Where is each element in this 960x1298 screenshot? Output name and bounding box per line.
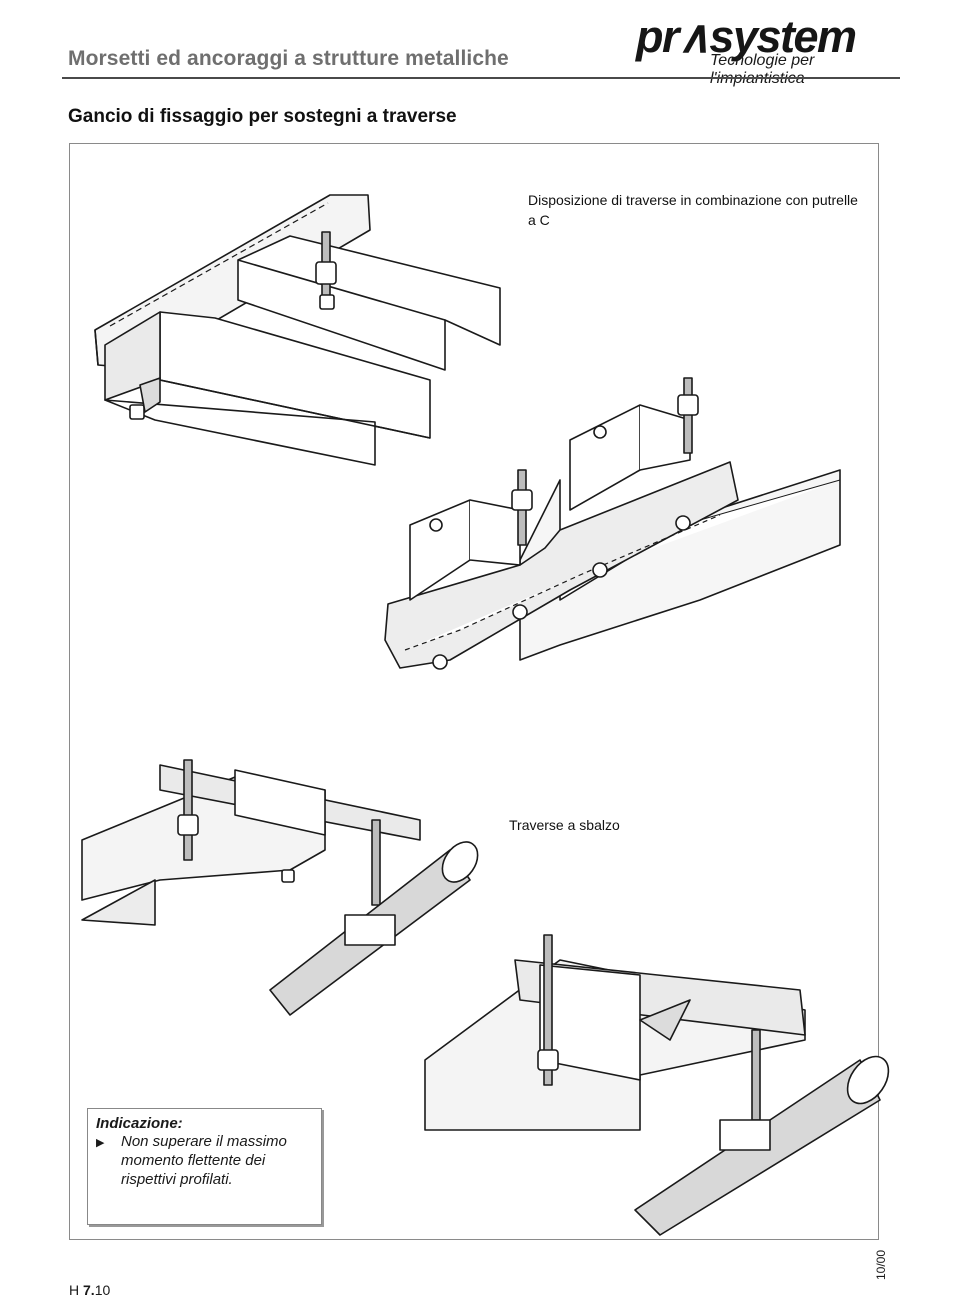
drawing-c-profile-arrangement xyxy=(94,194,501,466)
page-prefix: H xyxy=(69,1282,83,1298)
note-text: Non superare il massimo momento flettent… xyxy=(121,1133,287,1188)
drawing-cantilever-right xyxy=(424,934,890,1236)
drawing-traverse-beams xyxy=(384,377,841,670)
figure-caption-c-profiles: Disposizione di traverse in combinazione… xyxy=(528,192,858,228)
page-number: H 7.10 xyxy=(69,1282,110,1298)
document-header-title: Morsetti ed ancoraggi a strutture metall… xyxy=(68,47,509,70)
logo-wordmark: pr∧system xyxy=(636,11,857,62)
note-title: Indicazione: xyxy=(96,1115,183,1132)
prosystem-logo: pr∧system Tecnologie per l'impiantistica xyxy=(636,11,906,87)
page-suffix: 10 xyxy=(94,1282,111,1298)
figure-frame xyxy=(69,143,879,1240)
revision-date: 10/00 xyxy=(874,1249,888,1280)
page-chapter: 7. xyxy=(83,1282,95,1298)
figure-caption-cantilever: Traverse a sbalzo xyxy=(509,817,620,833)
triangle-bullet-icon: ▶ xyxy=(96,1137,105,1149)
drawing-cantilever-left xyxy=(81,759,479,1016)
header-divider xyxy=(62,77,900,79)
section-title: Gancio di fissaggio per sostegni a trave… xyxy=(68,106,457,127)
note-box: Indicazione: ▶ Non superare il massimo m… xyxy=(87,1108,322,1225)
